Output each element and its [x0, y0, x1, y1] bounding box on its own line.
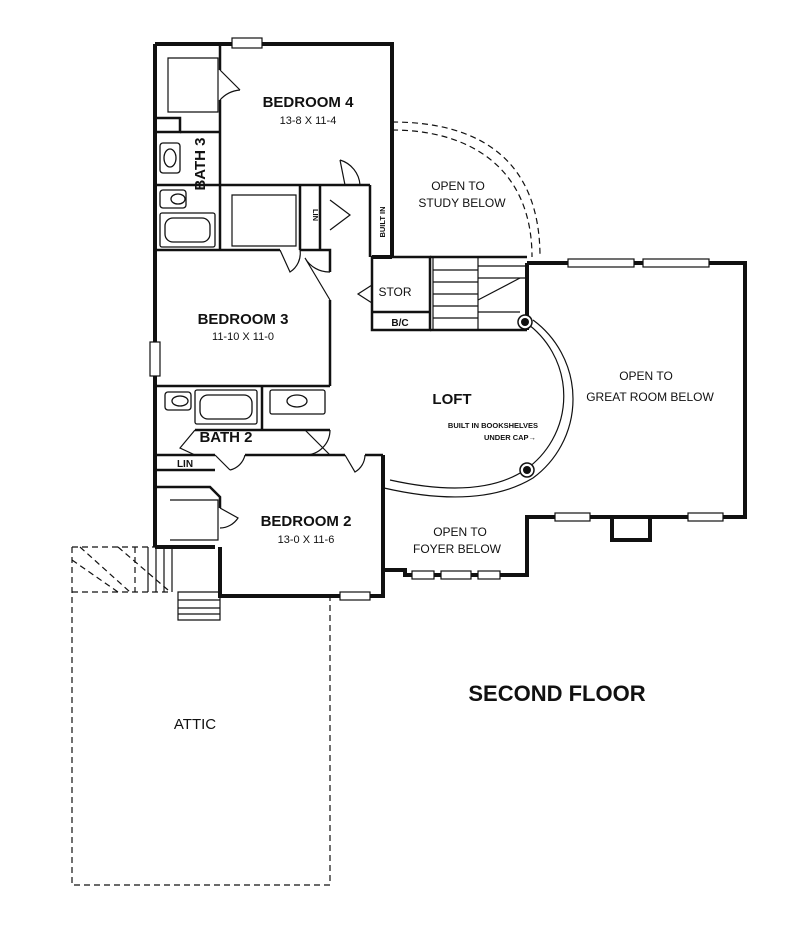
open-to-great-line1: OPEN TO — [619, 369, 673, 383]
loft-curve — [383, 314, 574, 498]
lin-upper-label: LIN — [311, 209, 320, 221]
open-to-study-line1: OPEN TO — [431, 179, 485, 193]
loft-label: LOFT — [432, 391, 471, 408]
open-to-foyer-line1: OPEN TO — [433, 525, 487, 539]
stor-label: STOR — [378, 285, 411, 299]
attic-label: ATTIC — [174, 716, 216, 733]
study-balcony-curve-inner — [391, 129, 533, 258]
bedroom3-dims: 11-10 X 11-0 — [212, 331, 274, 343]
fixtures — [159, 142, 527, 425]
bookshelves-line2: UNDER CAP→ — [484, 433, 536, 442]
open-to-great-line2: GREAT ROOM BELOW — [586, 390, 714, 404]
bedroom3-label: BEDROOM 3 — [198, 311, 289, 328]
plan-title: SECOND FLOOR — [468, 681, 645, 706]
doors — [179, 69, 373, 529]
bath2-label: BATH 2 — [199, 429, 252, 446]
labels: BEDROOM 4 13-8 X 11-4 BATH 3 LIN BUILT I… — [174, 94, 715, 733]
bedroom4-dims: 13-8 X 11-4 — [280, 115, 337, 127]
bookshelves-line1: BUILT IN BOOKSHELVES — [448, 421, 538, 430]
windows — [149, 37, 724, 601]
bedroom4-label: BEDROOM 4 — [263, 94, 355, 111]
open-to-study-line2: STUDY BELOW — [418, 196, 506, 210]
bedroom2-dims: 13-0 X 11-6 — [278, 534, 335, 546]
bedroom2-label: BEDROOM 2 — [261, 513, 352, 530]
study-balcony-curve — [391, 121, 541, 258]
open-to-foyer-line2: FOYER BELOW — [413, 542, 502, 556]
attic-area — [71, 546, 331, 886]
bc-label: B/C — [391, 318, 408, 329]
bath3-label: BATH 3 — [192, 137, 209, 190]
interior-walls — [155, 44, 527, 541]
built-in-label: BUILT IN — [378, 206, 387, 237]
lin-lower-label: LIN — [177, 459, 193, 470]
